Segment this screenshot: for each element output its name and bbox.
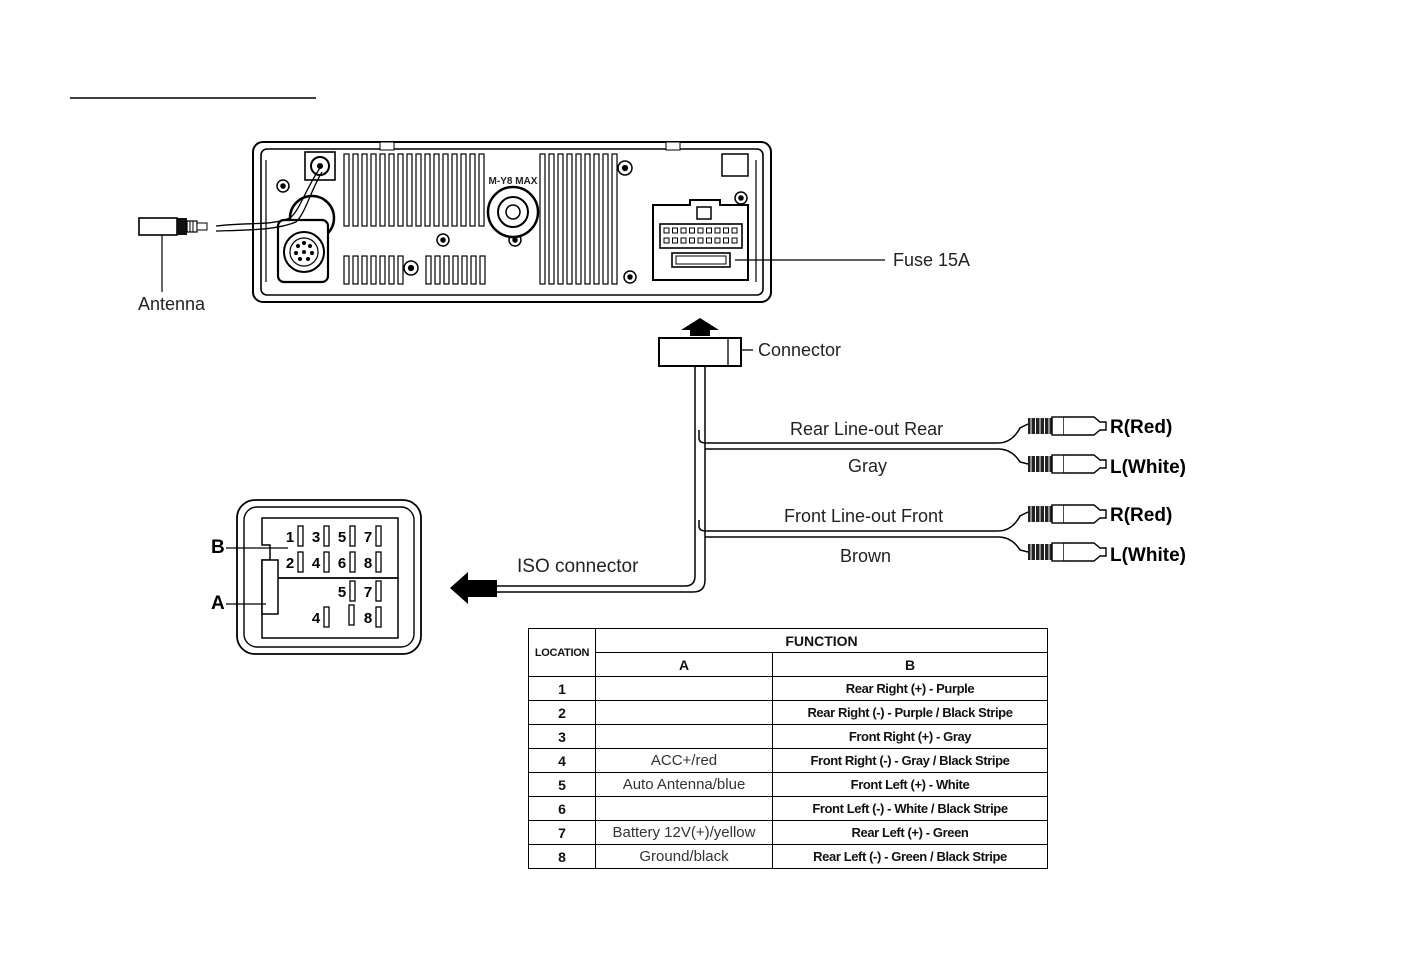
row-b: Rear Right (+) - Purple [771, 676, 1049, 701]
row-location: 5 [528, 772, 596, 797]
table-row: 3 Front Right (+) - Gray [528, 724, 1049, 749]
iso-pin-number: 7 [364, 584, 372, 601]
row-b: Front Left (-) - White / Black Stripe [771, 796, 1049, 821]
location-header: LOCATION [528, 628, 596, 677]
row-location: 7 [528, 820, 596, 845]
row-b: Rear Left (-) - Green / Black Stripe [771, 844, 1049, 869]
table-row: 6 Front Left (-) - White / Black Stripe [528, 796, 1049, 821]
antenna-cable [138, 167, 323, 292]
rear-line-out-label: Rear Line-out Rear [790, 419, 943, 439]
iso-function-table: LOCATION FUNCTION A B 1 Rear Right (+) - … [528, 628, 1049, 869]
row-a: Auto Antenna/blue [595, 772, 773, 797]
table-row: 2 Rear Right (-) - Purple / Black Stripe [528, 700, 1049, 725]
gray-label: Gray [848, 456, 887, 476]
socket-a-label: A [211, 593, 225, 614]
front-line-out-label: Front Line-out Front [784, 506, 943, 526]
iso-pin-number: 4 [312, 610, 321, 627]
head-unit-rear-panel: M-Y8 MAX [252, 141, 772, 303]
rca-front-right-label: R(Red) [1110, 505, 1172, 526]
row-location: 4 [528, 748, 596, 773]
connector-label: Connector [758, 340, 841, 360]
row-a [595, 700, 773, 725]
iso-pin-number: 5 [338, 584, 346, 601]
screws [276, 160, 748, 284]
row-a: Ground/black [595, 844, 773, 869]
row-b: Rear Left (+) - Green [771, 820, 1049, 845]
col-a-header: A [595, 652, 773, 677]
function-header: FUNCTION [594, 628, 1049, 653]
center-output-jack: M-Y8 MAX [486, 170, 540, 239]
iso-pin-number: 6 [338, 555, 346, 572]
iso-pin-number: 8 [364, 555, 372, 572]
rca-rear-right-label: R(Red) [1110, 417, 1172, 438]
din-socket [276, 194, 336, 284]
row-a [595, 724, 773, 749]
iso-pin-number: 4 [312, 555, 321, 572]
rca-front-left-label: L(White) [1110, 545, 1186, 566]
row-location: 1 [528, 676, 596, 701]
iso-pin-number: 1 [286, 529, 294, 546]
row-b: Front Right (-) - Gray / Black Stripe [771, 748, 1049, 773]
row-a: ACC+/red [595, 748, 773, 773]
row-location: 8 [528, 844, 596, 869]
row-b: Rear Right (-) - Purple / Black Stripe [771, 700, 1049, 725]
iso-connector-arrow-icon [450, 572, 497, 604]
fuse-label: Fuse 15A [893, 250, 970, 270]
row-location: 6 [528, 796, 596, 821]
iso-pin-number: 5 [338, 529, 346, 546]
row-a [595, 796, 773, 821]
unit-marking: M-Y8 MAX [489, 176, 538, 187]
harness-trunk [496, 366, 1029, 593]
iso-connector-label: ISO connector [517, 556, 639, 577]
up-arrow-icon [681, 318, 719, 336]
brown-label: Brown [840, 546, 891, 566]
table-row: 1 Rear Right (+) - Purple [528, 676, 1049, 701]
col-b-header: B [771, 652, 1049, 677]
iso-pin-number: 2 [286, 555, 294, 572]
connector-block [658, 337, 742, 367]
unit-iso-socket [652, 199, 749, 281]
iso-pin-number: 8 [364, 610, 372, 627]
rca-plugs [1028, 416, 1107, 562]
socket-b-label: B [211, 537, 225, 558]
heatsink-fins [343, 153, 618, 285]
row-a [595, 676, 773, 701]
iso-pin-number: 7 [364, 529, 372, 546]
row-location: 3 [528, 724, 596, 749]
antenna-label: Antenna [138, 294, 206, 314]
row-b: Front Left (+) - White [771, 772, 1049, 797]
row-b: Front Right (+) - Gray [771, 724, 1049, 749]
row-location: 2 [528, 700, 596, 725]
iso-pin-number: 3 [312, 529, 320, 546]
rca-rear-left-label: L(White) [1110, 457, 1186, 478]
row-a: Battery 12V(+)/yellow [595, 820, 773, 845]
